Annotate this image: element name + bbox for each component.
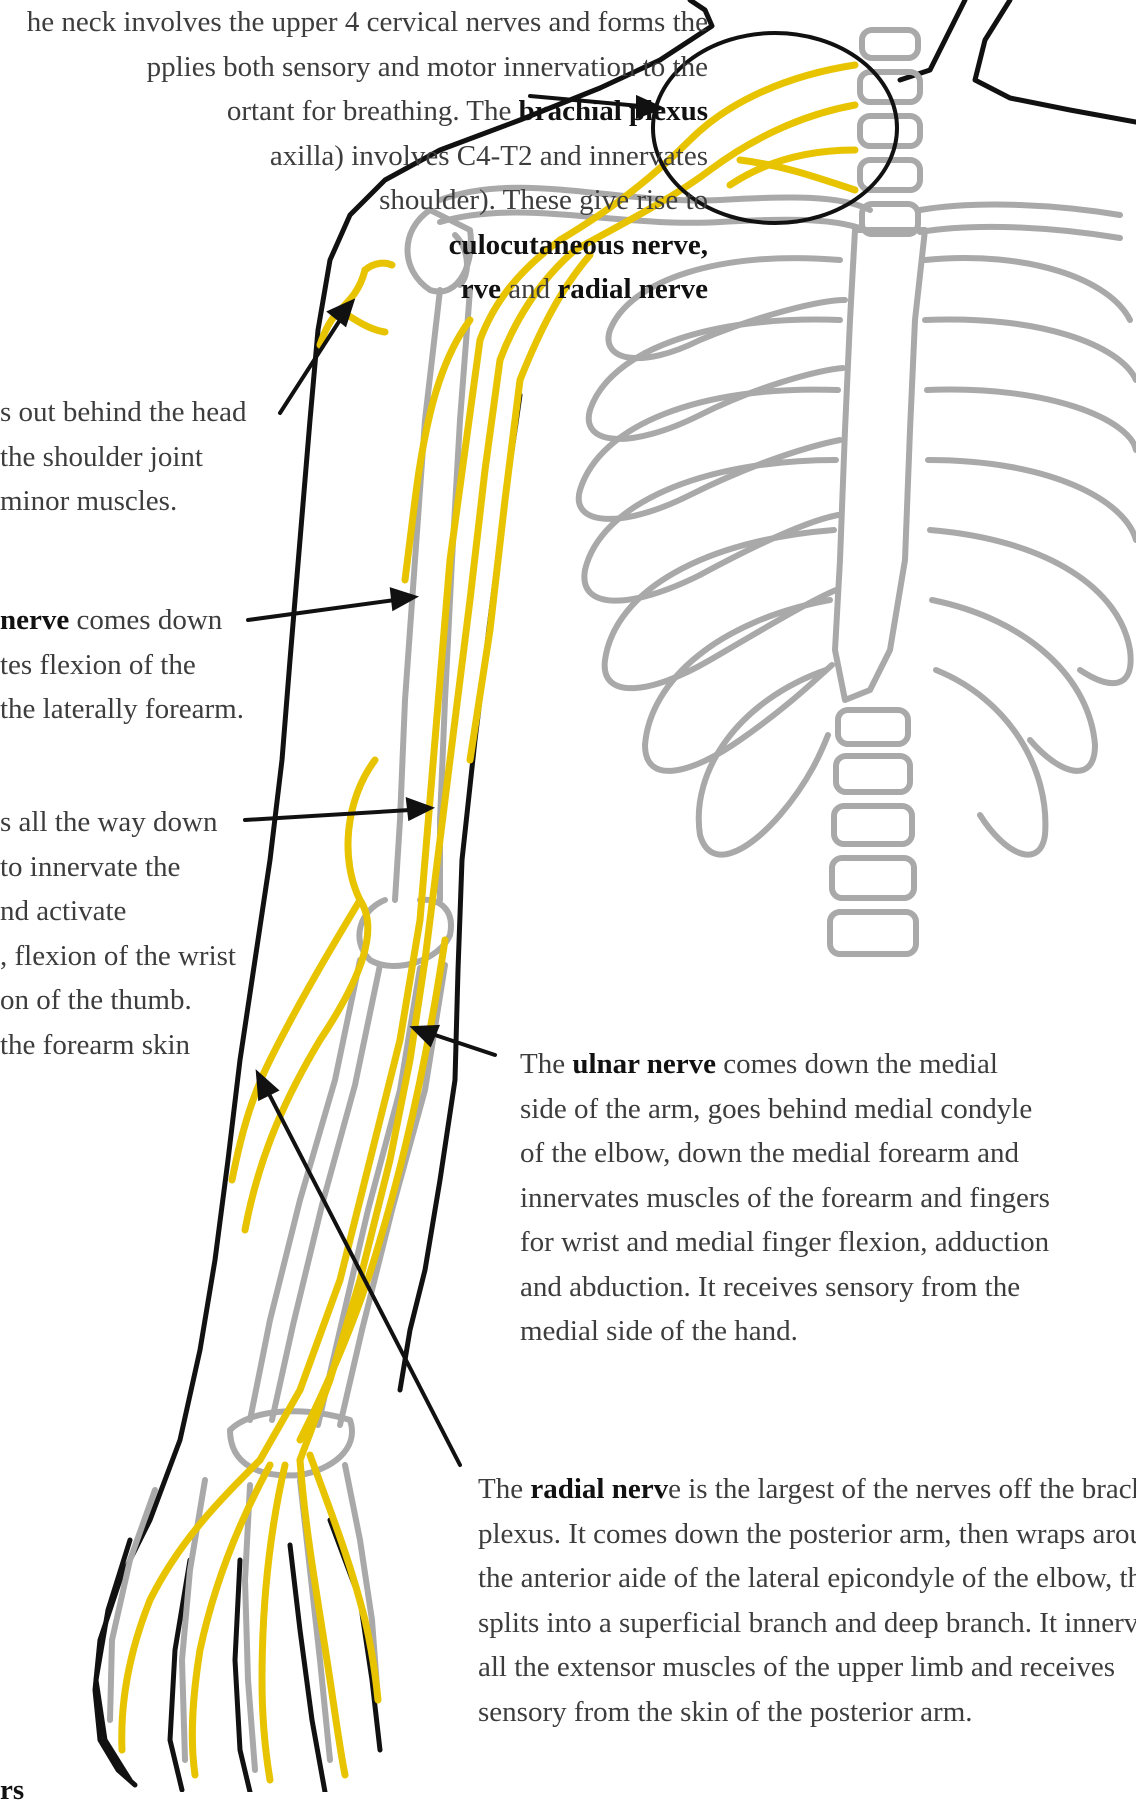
cervical-line-2: pplies both sensory and motor innervatio… — [0, 45, 708, 90]
cervical-line-7: rve and radial nerve — [0, 267, 708, 312]
median-line-5: on of the thumb. — [0, 978, 236, 1023]
radial-nerve-text: The radial nerve is the largest of the n… — [478, 1467, 1136, 1734]
cervical-line-5: shoulder). These give rise to — [0, 178, 708, 223]
ulnar-line-2: side of the arm, goes behind medial cond… — [520, 1087, 1050, 1132]
ulnar-line-1: The ulnar nerve comes down the medial — [520, 1042, 1050, 1087]
radial-line-4: splits into a superficial branch and dee… — [478, 1601, 1136, 1646]
radial-nerve-term: radial nerve — [557, 273, 708, 305]
median-nerve-text: s all the way down to innervate the nd a… — [0, 800, 236, 1067]
cervical-line-4: axilla) involves C4-T2 and innervates — [0, 134, 708, 179]
cervical-brachial-plexus-text: he neck involves the upper 4 cervical ne… — [0, 0, 708, 312]
ulnar-line-7: medial side of the hand. — [520, 1309, 1050, 1354]
radial-line-1: The radial nerve is the largest of the n… — [478, 1467, 1136, 1512]
axillary-nerve-text: s out behind the head the shoulder joint… — [0, 390, 246, 524]
median-line-4: , flexion of the wrist — [0, 934, 236, 979]
radial-line-5: all the extensor muscles of the upper li… — [478, 1645, 1136, 1690]
axillary-line-1: s out behind the head — [0, 390, 246, 435]
nerve-term-fragment: rve — [461, 273, 501, 305]
radial-nerve-term: radial nerv — [530, 1473, 668, 1505]
ulnar-line-5: for wrist and medial finger flexion, add… — [520, 1220, 1050, 1265]
axillary-line-3: minor muscles. — [0, 479, 246, 524]
radial-line-2: plexus. It comes down the posterior arm,… — [478, 1512, 1136, 1557]
ulnar-line-4: innervates muscles of the forearm and fi… — [520, 1176, 1050, 1221]
median-line-2: to innervate the — [0, 845, 236, 890]
median-line-3: nd activate — [0, 889, 236, 934]
median-line-1: s all the way down — [0, 800, 236, 845]
musculocutaneous-line-3: the laterally forearm. — [0, 687, 244, 732]
ulnar-line-6: and abduction. It receives sensory from … — [520, 1265, 1050, 1310]
cervical-line-1: he neck involves the upper 4 cervical ne… — [0, 0, 708, 45]
musculocutaneous-nerve-text: nerve comes down tes flexion of the the … — [0, 598, 244, 732]
bottom-cut-text: rs — [0, 1768, 24, 1813]
axillary-line-2: the shoulder joint — [0, 435, 246, 480]
bottom-fragment: rs — [0, 1774, 24, 1806]
median-line-6: the forearm skin — [0, 1023, 236, 1068]
musculocutaneous-line-2: tes flexion of the — [0, 643, 244, 688]
cervical-line-6: culocutaneous nerve, — [0, 223, 708, 268]
ulnar-nerve-term: ulnar nerve — [572, 1048, 716, 1080]
ulnar-nerve-text: The ulnar nerve comes down the medial si… — [520, 1042, 1050, 1354]
nerve-term: nerve — [0, 604, 69, 636]
brachial-plexus-term: brachial plexus — [519, 95, 708, 127]
radial-line-6: sensory from the skin of the posterior a… — [478, 1690, 1136, 1735]
cervical-line-3: ortant for breathing. The brachial plexu… — [0, 89, 708, 134]
musculocutaneous-term: culocutaneous nerve, — [449, 229, 708, 261]
radial-line-3: the anterior aide of the lateral epicond… — [478, 1556, 1136, 1601]
musculocutaneous-line-1: nerve comes down — [0, 598, 244, 643]
ulnar-line-3: of the elbow, down the medial forearm an… — [520, 1131, 1050, 1176]
